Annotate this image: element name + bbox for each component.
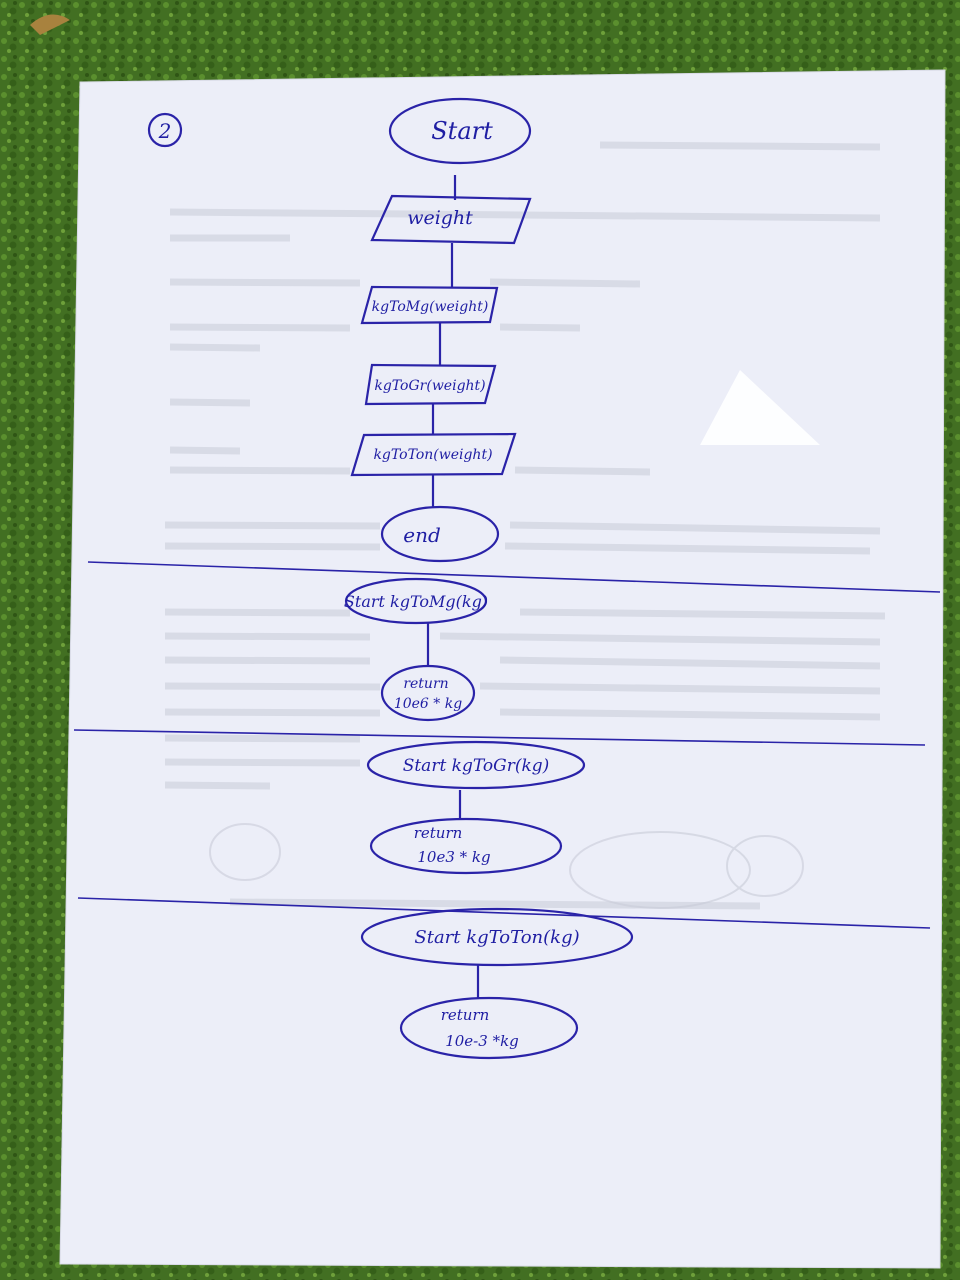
function-kgtomg-flowchart: Start kgToMg(kg) return 10e6 * kg	[344, 577, 488, 722]
section-dividers	[73, 561, 941, 929]
kgtoton-start-node	[360, 907, 634, 967]
kgtoton-start-label: Start kgToTon(kg)	[414, 927, 579, 948]
bleed-through-text	[164, 141, 886, 910]
process-kgtoton-label: kgToTon(weight)	[373, 447, 492, 463]
process-kgtogr-node	[364, 363, 497, 406]
page-number-text: 2	[158, 119, 172, 143]
light-glare	[700, 370, 820, 445]
start-node	[388, 97, 532, 165]
kgtoton-return-expression: 10e-3 *kg	[445, 1032, 519, 1050]
kgtomg-start-node	[344, 577, 488, 625]
page-number-badge: 2	[147, 112, 183, 148]
process-kgtomg-node	[360, 285, 499, 325]
process-kgtoton-node	[350, 432, 517, 477]
input-weight-node	[370, 194, 532, 245]
kgtomg-start-label: Start kgToMg(kg)	[344, 592, 488, 611]
end-label: end	[403, 523, 441, 547]
process-kgtogr-label: kgToGr(weight)	[374, 378, 485, 394]
kgtogr-start-node	[366, 740, 586, 790]
input-label: weight	[407, 207, 473, 229]
kgtomg-return-node	[380, 664, 476, 722]
kgtomg-return-expression: 10e6 * kg	[394, 696, 462, 712]
main-flowchart: Start weight kgToMg(weight) kgToGr(weigh…	[350, 97, 532, 563]
function-kgtoton-flowchart: Start kgToTon(kg) return 10e-3 *kg	[360, 907, 634, 1060]
kgtomg-return-keyword: return	[403, 676, 448, 692]
kgtoton-return-node	[399, 996, 579, 1060]
kgtogr-return-keyword: return	[414, 824, 463, 842]
kgtogr-return-expression: 10e3 * kg	[417, 848, 490, 866]
kgtogr-return-node	[369, 817, 563, 875]
kgtoton-return-keyword: return	[441, 1006, 490, 1024]
kgtogr-start-label: Start kgToGr(kg)	[403, 756, 550, 776]
end-node	[380, 505, 500, 563]
leaf-icon	[30, 14, 70, 35]
process-kgtomg-label: kgToMg(weight)	[372, 299, 489, 315]
start-label: Start	[431, 117, 493, 145]
function-kgtogr-flowchart: Start kgToGr(kg) return 10e3 * kg	[366, 740, 586, 875]
